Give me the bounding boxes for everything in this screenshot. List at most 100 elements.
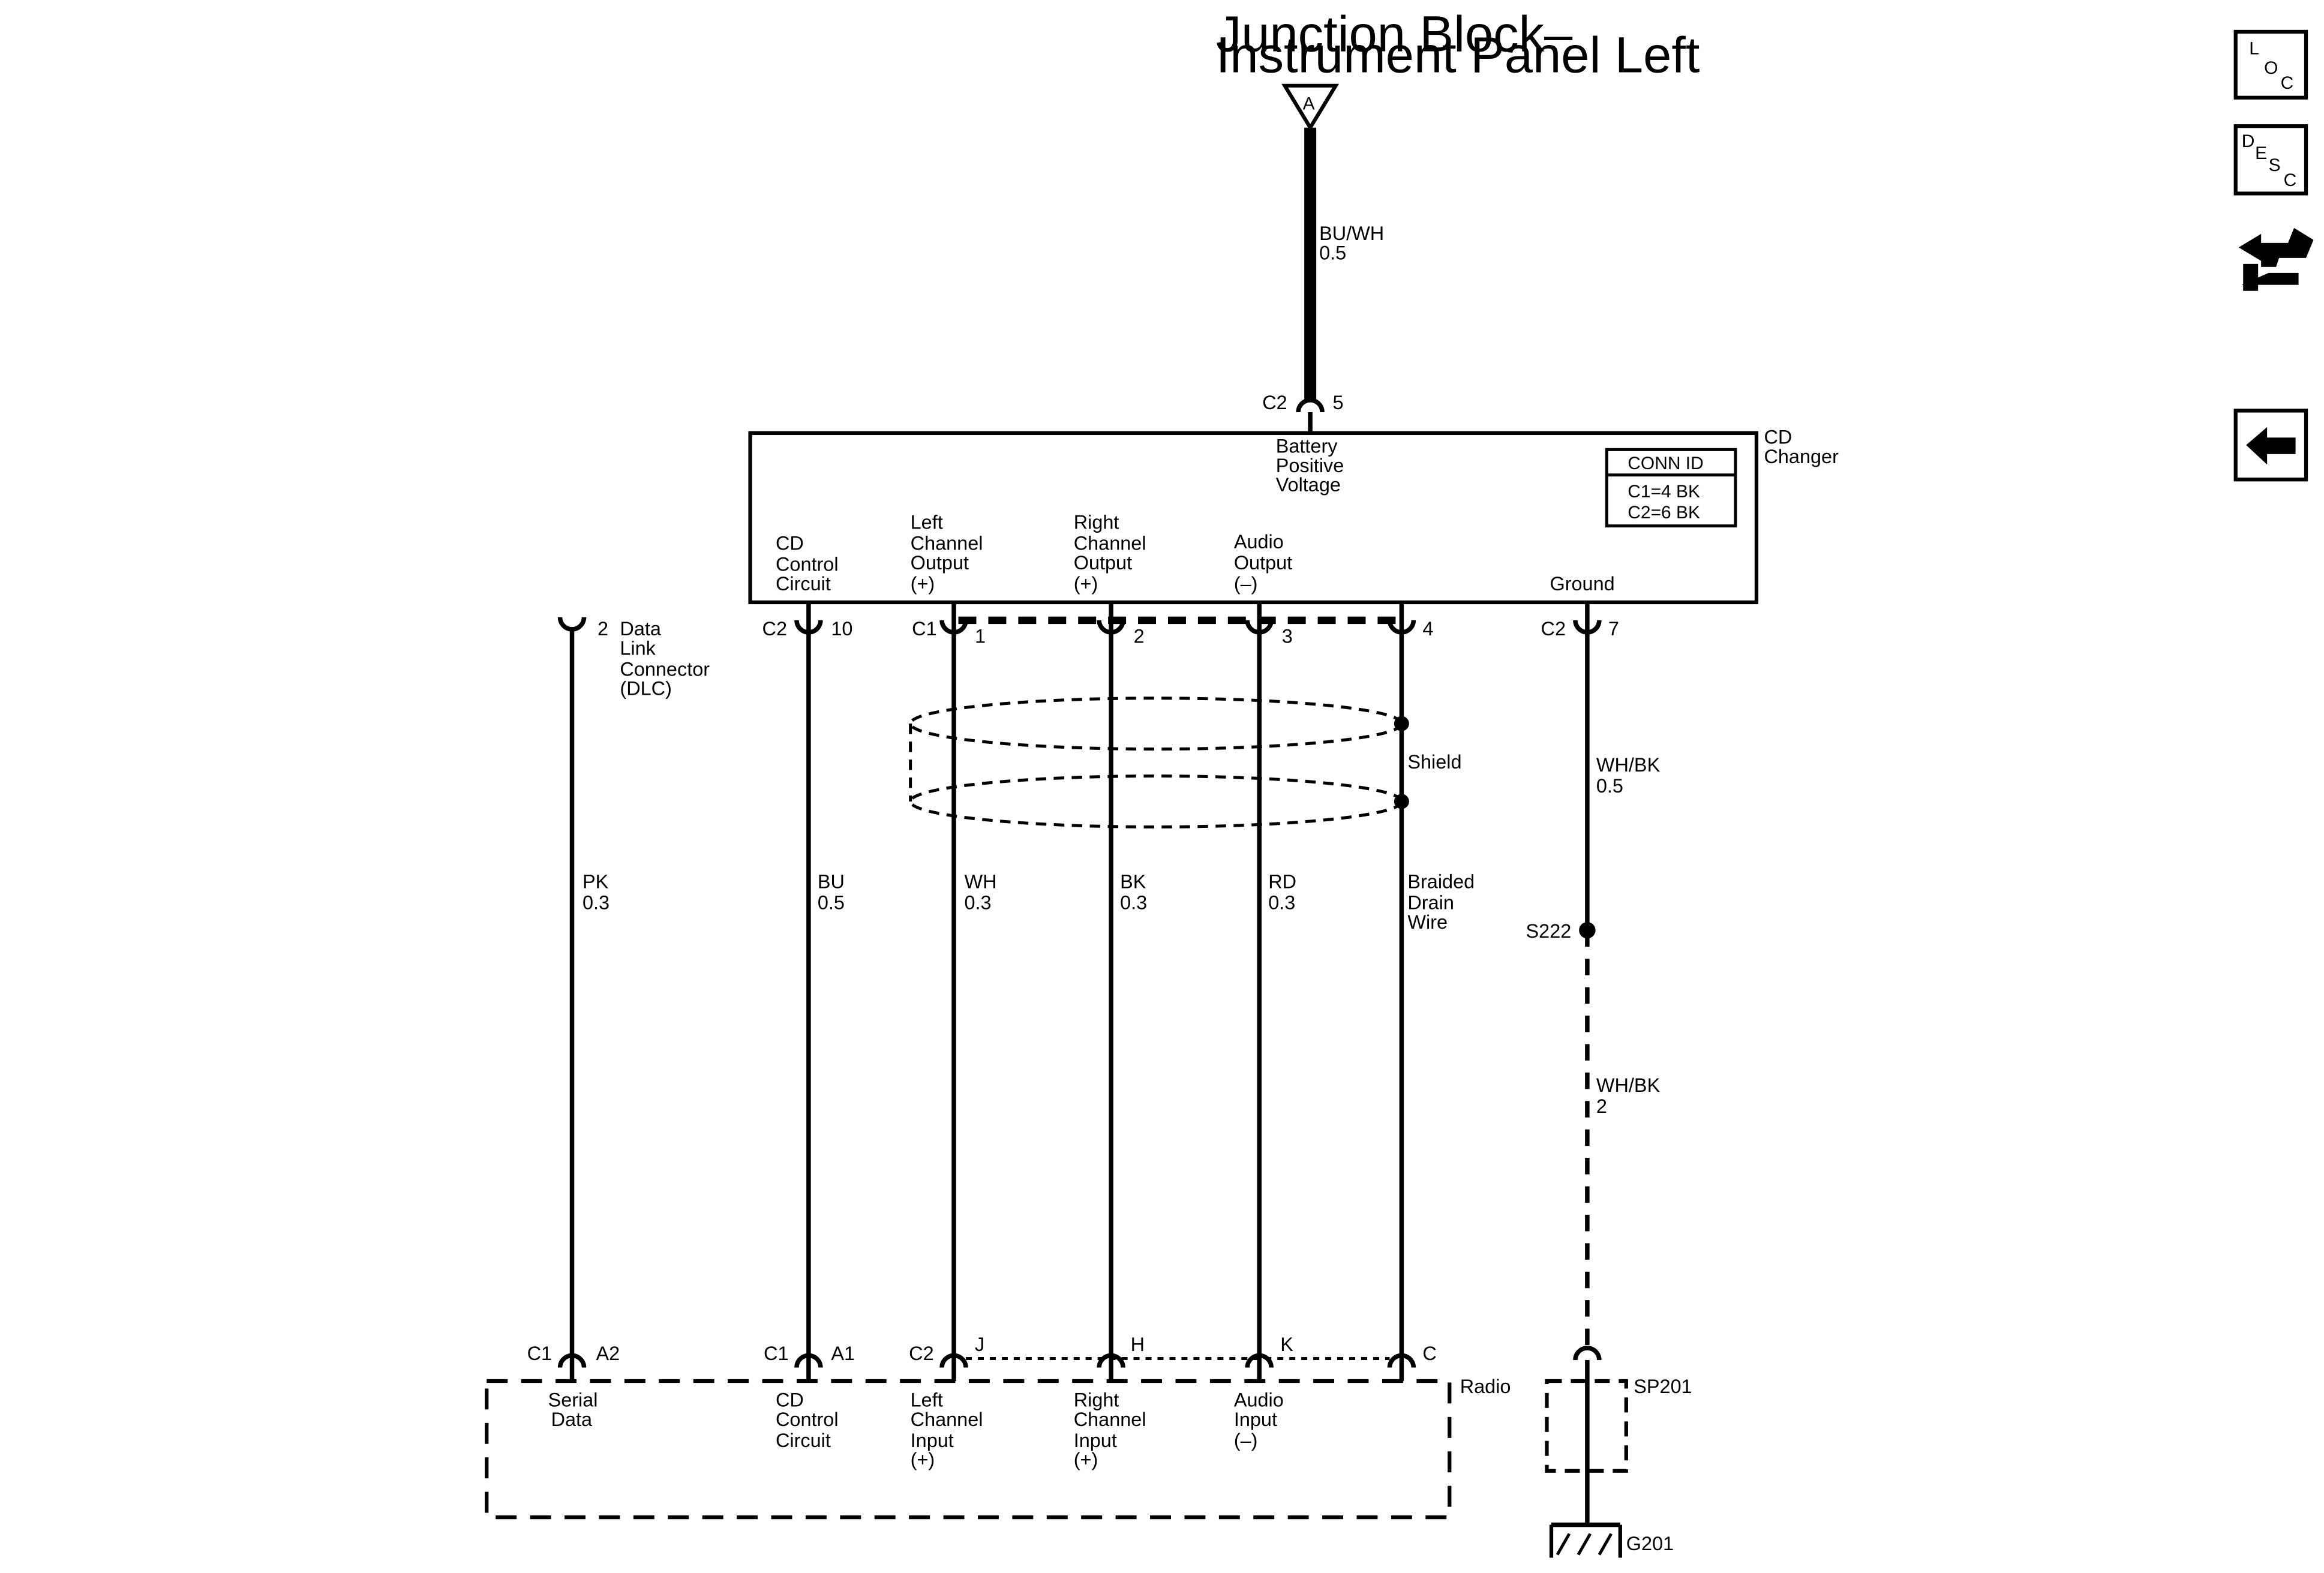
feed-pin-number: 5: [1333, 392, 1344, 413]
loc-button[interactable]: L O C: [2233, 29, 2308, 100]
source-label-line2: Instrument Panel Left: [1216, 26, 1700, 83]
radio-right-in-line4: (+): [1074, 1449, 1098, 1470]
ground-upper-conn: C2: [1541, 618, 1566, 640]
shield-junction-dot-bottom: [1394, 794, 1409, 809]
drain-label-line2: Drain: [1407, 892, 1454, 914]
radio-cd-control-line3: Circuit: [776, 1430, 831, 1451]
left-lower-pin-letter: J: [975, 1334, 984, 1355]
cd-changer-box: [748, 431, 1759, 605]
radio-component: Radio Serial Data CD Control Circuit Lef…: [485, 1376, 1511, 1520]
left-out-line4: (+): [911, 573, 935, 595]
cd-control-out-line2: Control: [776, 554, 839, 575]
right-wire-gauge: 0.3: [1120, 892, 1147, 914]
wire-labels: PK 0.3 BU 0.5 WH 0.3 BK 0.3 RD 0.3 Braid…: [582, 754, 1661, 1117]
lower-pins: C1 A2 C1 A1 C2 J H K C: [527, 1334, 1602, 1381]
shield-label: Shield: [1407, 751, 1461, 773]
battery-label-line3: Voltage: [1276, 474, 1341, 496]
dlc-label-line4: (DLC): [620, 678, 672, 700]
radio-name: Radio: [1460, 1376, 1511, 1397]
splice-s222: S222: [1526, 920, 1596, 942]
left-upper-conn: C1: [912, 618, 936, 640]
feed-wire-gauge: 0.5: [1319, 242, 1346, 263]
right-out-line4: (+): [1074, 573, 1098, 595]
dlc-label-line2: Link: [620, 637, 656, 659]
cd-changer-component: CD Changer Battery Positive Voltage CONN…: [748, 426, 1839, 605]
right-out-line2: Channel: [1074, 533, 1146, 554]
desc-letter-e: E: [2255, 143, 2267, 163]
loc-letter-c: C: [2281, 73, 2294, 93]
audio-out-line3: (–): [1234, 573, 1258, 595]
shield-bottom-ellipse: [909, 775, 1403, 828]
ground-g201: G201: [1549, 1522, 1674, 1558]
radio-audio-in-line1: Audio: [1234, 1389, 1284, 1410]
back-arrow-icon: [2246, 427, 2296, 465]
radio-cd-control-line1: CD: [776, 1389, 804, 1410]
cd-control-wire-gauge: 0.5: [818, 892, 845, 914]
left-wire-color: WH: [965, 871, 997, 893]
ground-point-name: G201: [1626, 1533, 1674, 1554]
ground-upper-wire-gauge: 0.5: [1596, 775, 1623, 797]
connector-tools-icon[interactable]: [2238, 227, 2314, 291]
radio-right-in-line1: Right: [1074, 1389, 1119, 1410]
feed-pin: C2 5: [1262, 392, 1344, 433]
splice-dot: [1579, 921, 1596, 939]
cd-changer-name-line2: Changer: [1764, 446, 1839, 467]
desc-button[interactable]: D E S C: [2233, 124, 2308, 196]
right-out-line1: Right: [1074, 512, 1119, 533]
source-terminal-triangle: [1281, 83, 1340, 131]
ground-label: Ground: [1550, 573, 1614, 595]
dlc-label-line1: Data: [620, 618, 661, 640]
cd-control-out-line1: CD: [776, 533, 804, 554]
feed-pin-connector: C2: [1262, 392, 1287, 413]
drain-label-line3: Wire: [1407, 911, 1448, 933]
ground-lower-wire-color: WH/BK: [1596, 1074, 1661, 1096]
serial-lower-pin-number: A2: [596, 1343, 620, 1364]
dlc-pin-number: 2: [597, 618, 608, 640]
circuit-wires: [569, 629, 1590, 1356]
dlc-pin: [557, 617, 587, 632]
splice-pack-sp201: SP201: [1545, 1360, 1692, 1525]
left-out-line2: Channel: [911, 533, 983, 554]
drain-lower-pin-letter: C: [1422, 1343, 1436, 1364]
cd-control-wire-color: BU: [818, 871, 845, 893]
right-upper-pin-number: 2: [1134, 625, 1145, 647]
radio-serial-line1: Serial: [548, 1389, 598, 1410]
left-out-line1: Left: [911, 512, 943, 533]
drain-label-line1: Braided: [1407, 871, 1475, 893]
conn-id-title: CONN ID: [1628, 454, 1703, 473]
cd-changer-name-line1: CD: [1764, 426, 1792, 448]
audio-upper-pin-number: 3: [1282, 625, 1293, 647]
upper-pins: 2 Data Link Connector (DLC) C2 10 C1 1 2…: [557, 602, 1619, 700]
radio-audio-in-line3: (–): [1234, 1430, 1258, 1451]
audio-out-line2: Output: [1234, 552, 1292, 574]
left-upper-pin-number: 1: [975, 625, 986, 647]
radio-left-in-line2: Channel: [911, 1409, 983, 1430]
radio-audio-in-line2: Input: [1234, 1409, 1277, 1430]
source-terminal-letter: A: [1303, 94, 1315, 114]
splice-pack-box: [1545, 1379, 1628, 1473]
splice-pack-pin: [1573, 1346, 1602, 1361]
audio-out-line1: Audio: [1234, 531, 1284, 553]
radio-cd-control-line2: Control: [776, 1409, 839, 1430]
audio-lower-pin-letter: K: [1280, 1334, 1293, 1355]
shield: Shield: [909, 697, 1462, 828]
radio-serial-line2: Data: [551, 1409, 593, 1430]
audio-wire-gauge: 0.3: [1268, 892, 1295, 914]
shield-top-ellipse: [909, 697, 1403, 751]
loc-letter-l: L: [2249, 38, 2259, 58]
right-lower-pin-letter: H: [1131, 1334, 1145, 1355]
desc-letter-s: S: [2269, 155, 2281, 175]
back-arrow-button[interactable]: [2233, 409, 2308, 482]
left-out-line3: Output: [911, 552, 969, 574]
conn-id-table: CONN ID C1=4 BK C2=6 BK: [1605, 448, 1737, 528]
junction-block-source: Junction Block– Instrument Panel Left A: [1216, 5, 1700, 131]
cd-control-upper-conn: C2: [762, 618, 787, 640]
conn-id-line2: C2=6 BK: [1628, 503, 1700, 523]
right-out-line3: Output: [1074, 552, 1132, 574]
loc-letter-o: O: [2264, 58, 2278, 78]
source-label-line1: Junction Block–: [1216, 5, 1573, 62]
right-wire-color: BK: [1120, 871, 1146, 893]
battery-label-line1: Battery: [1276, 435, 1338, 457]
desc-letter-d: D: [2242, 131, 2255, 151]
feed-wire-color: BU/WH: [1319, 223, 1384, 244]
